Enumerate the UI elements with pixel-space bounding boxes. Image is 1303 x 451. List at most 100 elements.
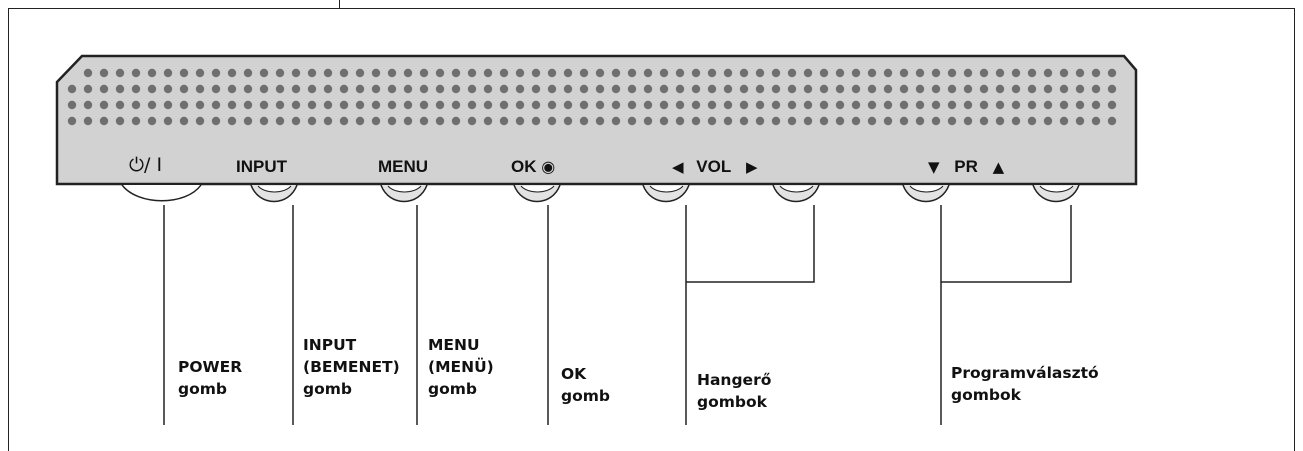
grille-dot xyxy=(995,100,1005,110)
grille-dot xyxy=(1091,100,1101,110)
grille-dot xyxy=(435,84,445,94)
grille-dot xyxy=(931,116,941,126)
grille-dot xyxy=(435,100,445,110)
grille-dot xyxy=(1075,100,1085,110)
top-divider-tick xyxy=(339,0,340,8)
grille-dot xyxy=(499,100,509,110)
grille-dot xyxy=(195,100,205,110)
menu-callout: MENU (MENÜ) gomb xyxy=(428,334,494,400)
grille-dot xyxy=(371,84,381,94)
grille-dot xyxy=(819,84,829,94)
program-down-button[interactable] xyxy=(902,184,950,203)
input-callout-line-3: gomb xyxy=(303,380,352,398)
grille-dot xyxy=(1075,84,1085,94)
grille-dot xyxy=(83,68,93,78)
grille-dot xyxy=(707,116,717,126)
grille-dot xyxy=(515,84,525,94)
menu-button[interactable] xyxy=(380,184,428,203)
grille-dot xyxy=(563,84,573,94)
grille-dot xyxy=(707,84,717,94)
grille-dot xyxy=(243,100,253,110)
ok-button[interactable] xyxy=(513,184,561,203)
grille-dot xyxy=(755,68,765,78)
grille-dot xyxy=(131,84,141,94)
grille-dot xyxy=(979,68,989,78)
grille-dot xyxy=(211,68,221,78)
grille-dot xyxy=(483,68,493,78)
grille-dot xyxy=(147,116,157,126)
grille-dot xyxy=(739,84,749,94)
input-label: INPUT xyxy=(236,157,287,176)
grille-dot xyxy=(883,84,893,94)
grille-dot xyxy=(243,116,253,126)
grille-dot xyxy=(867,116,877,126)
grille-dot xyxy=(755,84,765,94)
grille-dot xyxy=(259,100,269,110)
grille-dot xyxy=(1011,68,1021,78)
grille-dot xyxy=(195,84,205,94)
grille-dot xyxy=(1091,68,1101,78)
grille-dot xyxy=(1043,100,1053,110)
grille-dot xyxy=(787,116,797,126)
grille-dot xyxy=(1059,100,1069,110)
volume-down-button[interactable] xyxy=(642,184,690,203)
grille-dot xyxy=(355,84,365,94)
grille-dot xyxy=(419,84,429,94)
grille-dot xyxy=(227,116,237,126)
grille-dot xyxy=(1059,84,1069,94)
grille-dot xyxy=(419,68,429,78)
menu-label: MENU xyxy=(378,157,429,176)
grille-dot xyxy=(931,84,941,94)
program-up-button[interactable] xyxy=(1032,184,1080,203)
menu-callout-line-2: (MENÜ) xyxy=(428,358,494,376)
grille-dot xyxy=(595,84,605,94)
input-button[interactable] xyxy=(250,184,298,203)
grille-dot xyxy=(803,84,813,94)
grille-dot xyxy=(803,116,813,126)
grille-dot xyxy=(947,116,957,126)
grille-dot xyxy=(147,84,157,94)
grille-dot xyxy=(275,100,285,110)
grille-dot xyxy=(835,68,845,78)
grille-dot xyxy=(259,68,269,78)
power-callout-line-1: POWER xyxy=(178,358,243,376)
grille-dot xyxy=(179,84,189,94)
grille-dot xyxy=(131,100,141,110)
grille-dot xyxy=(707,68,717,78)
grille-dot xyxy=(131,68,141,78)
grille-dot xyxy=(1027,116,1037,126)
grille-dot xyxy=(531,100,541,110)
power-symbol: ⏻/ I xyxy=(129,154,163,176)
grille-dot xyxy=(547,100,557,110)
grille-dot xyxy=(371,116,381,126)
grille-dot xyxy=(307,116,317,126)
power-button[interactable] xyxy=(121,184,202,202)
grille-dot xyxy=(67,84,77,94)
grille-dot xyxy=(371,100,381,110)
grille-dot xyxy=(931,68,941,78)
grille-dot xyxy=(1043,116,1053,126)
grille-dot xyxy=(995,68,1005,78)
speaker-grille xyxy=(67,68,1117,126)
grille-dot xyxy=(403,68,413,78)
grille-dot xyxy=(787,68,797,78)
grille-dot xyxy=(755,100,765,110)
grille-dot xyxy=(339,68,349,78)
grille-dot xyxy=(451,84,461,94)
grille-dot xyxy=(867,68,877,78)
grille-dot xyxy=(115,100,125,110)
grille-dot xyxy=(67,116,77,126)
grille-dot xyxy=(1027,84,1037,94)
volume-up-button[interactable] xyxy=(772,184,820,203)
grille-dot xyxy=(771,116,781,126)
grille-dot xyxy=(691,84,701,94)
grille-dot xyxy=(1011,84,1021,94)
grille-dot xyxy=(211,84,221,94)
grille-dot xyxy=(899,100,909,110)
grille-dot xyxy=(755,116,765,126)
grille-dot xyxy=(803,100,813,110)
grille-dot xyxy=(547,84,557,94)
grille-dot xyxy=(339,116,349,126)
grille-dot xyxy=(675,116,685,126)
grille-dot xyxy=(707,100,717,110)
